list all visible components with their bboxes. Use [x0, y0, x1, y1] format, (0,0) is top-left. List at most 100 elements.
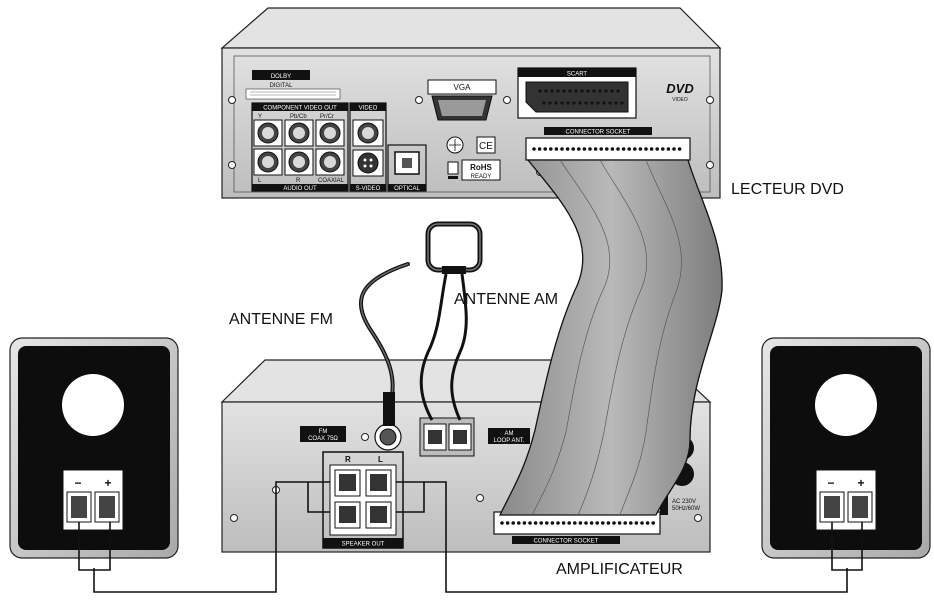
screw: [228, 96, 236, 104]
connector-pin: [666, 147, 671, 151]
speaker-left-minus: −: [74, 476, 81, 490]
connector-pin: [549, 147, 553, 151]
speaker-out-terminals[interactable]: R L SPEAKER OUT: [322, 451, 404, 549]
dvd-connector-socket[interactable]: CONNECTOR SOCKET: [525, 127, 691, 161]
connector-pin: [590, 101, 594, 105]
ce-mark: CE: [479, 141, 493, 152]
rca-jack-coaxial[interactable]: [315, 148, 345, 176]
optical-port[interactable]: OPTICAL: [387, 144, 427, 192]
connector-pin: [633, 147, 637, 151]
screw: [706, 96, 714, 104]
connector-pin: [595, 521, 599, 525]
fm-coax-input[interactable]: FM COAX 75Ω: [300, 423, 402, 451]
connector-pin: [542, 101, 546, 105]
connector-pin: [604, 89, 608, 93]
rca-jack-pb[interactable]: [284, 119, 314, 147]
svideo-port[interactable]: [352, 149, 384, 177]
am-loop-terminals[interactable]: AM LOOP ANT.: [419, 417, 530, 457]
connector-pin: [651, 521, 655, 525]
connector-pin: [638, 147, 643, 151]
vga-label: VGA: [454, 83, 472, 92]
connector-pin: [528, 521, 532, 525]
connector-pin: [612, 521, 616, 525]
speaker-cone: [62, 374, 124, 436]
connector-pin: [608, 101, 612, 105]
connector-pin: [610, 147, 615, 151]
rca-jack-y[interactable]: [253, 119, 283, 147]
rca-jack-audio-l[interactable]: [253, 148, 283, 176]
am-label: AM: [505, 431, 514, 437]
connector-pin: [655, 147, 659, 151]
fm-antenna-caption: ANTENNE FM: [229, 311, 333, 328]
rca-jack-pr[interactable]: [315, 119, 345, 147]
screw: [230, 514, 238, 522]
screw: [694, 514, 702, 522]
rca-jack-video[interactable]: [352, 119, 384, 147]
scart-port[interactable]: SCART: [517, 67, 637, 119]
connector-pin: [634, 521, 639, 525]
connector-pin: [645, 521, 650, 525]
optical-label: OPTICAL: [394, 186, 420, 192]
amp-socket-pins: [500, 521, 655, 525]
connector-pin: [500, 521, 504, 525]
rca-jack-audio-r[interactable]: [284, 148, 314, 176]
screw: [706, 161, 714, 169]
connector-pin: [578, 101, 582, 105]
certification-marks: CE RoHS READY: [446, 136, 501, 181]
connector-pin: [640, 521, 644, 525]
fm-label: FM: [319, 429, 328, 435]
speaker-right-terminals[interactable]: − +: [815, 469, 877, 531]
connector-pin: [539, 521, 543, 525]
dvd-logo-sub: VIDEO: [672, 97, 688, 103]
connector-pin: [582, 147, 587, 151]
connector-pin: [593, 147, 598, 151]
connector-pin: [556, 89, 560, 93]
rohs-sub: READY: [471, 174, 492, 180]
connector-pin: [550, 89, 554, 93]
connector-pin: [522, 521, 527, 525]
connector-pin: [629, 521, 633, 525]
amplifier-caption: AMPLIFICATEUR: [556, 561, 683, 578]
connector-pin: [532, 147, 536, 151]
connector-pin: [561, 521, 566, 525]
amp-connector-socket-label: CONNECTOR SOCKET: [534, 539, 599, 545]
component-video-out-label: COMPONENT VIDEO OUT: [263, 106, 337, 112]
dvd-player-caption: LECTEUR DVD: [731, 181, 844, 198]
connector-pin: [677, 147, 682, 151]
rohs-mark: RoHS: [470, 163, 492, 172]
fm-coax-label: COAX 75Ω: [308, 436, 338, 442]
y-label: Y: [258, 114, 262, 120]
speaker-wire-left: [78, 481, 330, 593]
screw: [415, 96, 423, 104]
connector-pin: [589, 521, 594, 525]
connector-pin: [574, 89, 578, 93]
dolby-sub-text: DIGITAL: [270, 83, 294, 89]
connector-pin: [616, 147, 620, 151]
connector-pin: [599, 147, 603, 151]
screw: [476, 494, 484, 502]
speaker-r-label: R: [345, 455, 351, 464]
connector-pin: [606, 521, 611, 525]
connector-pin: [617, 521, 622, 525]
am-antenna-caption: ANTENNE AM: [454, 291, 558, 308]
vga-port[interactable]: VGA: [427, 79, 497, 121]
screw: [503, 96, 511, 104]
connector-pin: [592, 89, 596, 93]
connector-pin: [543, 147, 547, 151]
ac-freq-label: 50Hz/60W: [672, 506, 700, 512]
connector-pin: [511, 521, 515, 525]
speaker-left-terminals[interactable]: − +: [62, 469, 124, 531]
connector-pin: [588, 147, 592, 151]
connector-pin: [573, 521, 577, 525]
pb-label: Pb/Cb: [290, 114, 307, 120]
connector-pin: [623, 521, 627, 525]
connector-pin: [537, 147, 542, 151]
connector-pin: [598, 89, 602, 93]
svideo-label: S-VIDEO: [356, 186, 381, 192]
connector-pin: [567, 521, 571, 525]
connector-pin: [610, 89, 614, 93]
component-video-out: COMPONENT VIDEO OUT Y Pb/Cb Pr/Cr L R CO…: [251, 102, 349, 192]
connector-pin: [545, 521, 549, 525]
dvd-logo-text: DVD: [666, 81, 694, 96]
